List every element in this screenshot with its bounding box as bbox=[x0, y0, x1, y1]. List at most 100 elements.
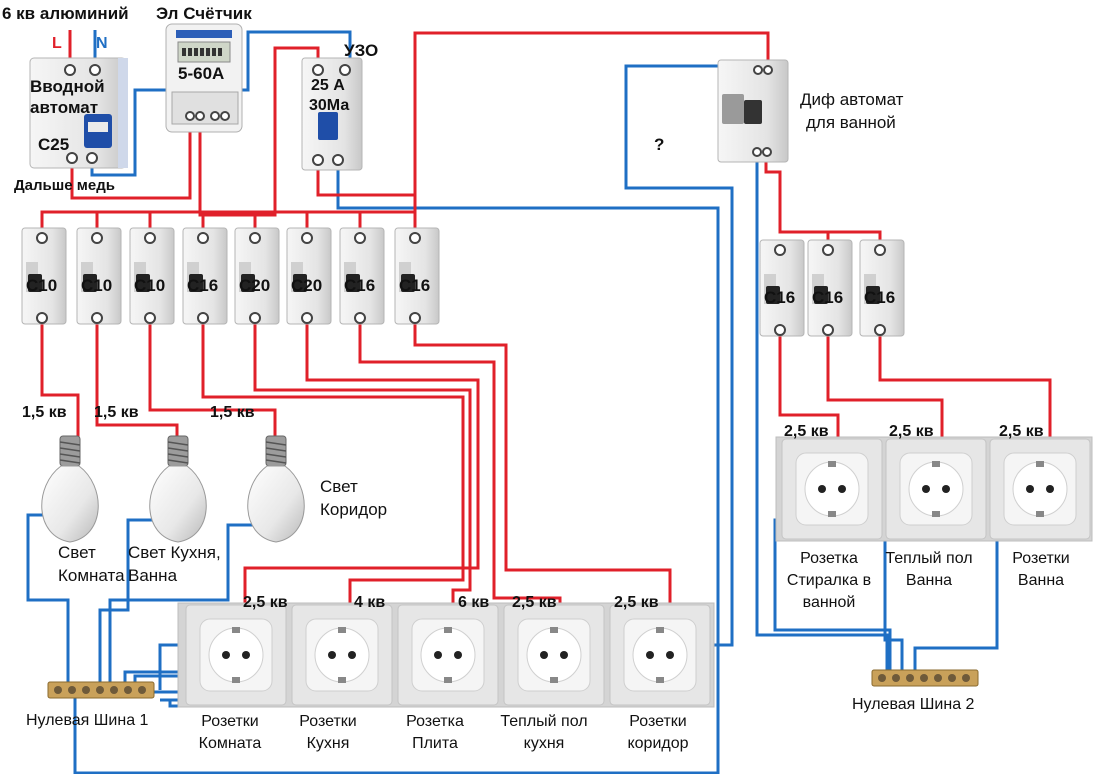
diff-breaker-line2: для ванной bbox=[806, 113, 896, 132]
main-breaker-rating: C25 bbox=[38, 135, 69, 154]
rcd-device: 25 А 30Ма bbox=[301, 57, 363, 171]
terminal-icon bbox=[874, 244, 886, 256]
light-label-line1: Свет bbox=[58, 543, 96, 562]
circuit-breaker: C16 bbox=[339, 227, 385, 325]
breaker-toggle-icon bbox=[866, 286, 880, 304]
terminal-icon bbox=[91, 312, 103, 324]
socket-label-line1: Розетки bbox=[201, 713, 258, 730]
breaker-rating: C16 bbox=[864, 288, 895, 307]
input-cable-label: 6 кв алюминий bbox=[2, 4, 129, 23]
terminal-icon bbox=[409, 312, 421, 324]
terminal-icon bbox=[354, 312, 366, 324]
neutral-busbar-2 bbox=[871, 669, 979, 687]
light-bulb-icon bbox=[149, 435, 207, 543]
terminal-icon bbox=[89, 64, 101, 76]
socket-label-line1: Розетки bbox=[299, 713, 356, 730]
terminal-icon bbox=[210, 111, 220, 121]
socket-cable-size: 2,5 кв bbox=[614, 594, 659, 611]
electric-meter: 5-60А bbox=[165, 23, 243, 133]
light-label-line2: Ванна bbox=[128, 566, 178, 585]
socket-label-line2: Стиралка в bbox=[787, 572, 871, 589]
terminal-icon bbox=[822, 244, 834, 256]
light-label-line2: Коридор bbox=[320, 500, 387, 519]
circuit-breaker: C16 bbox=[182, 227, 228, 325]
socket-cable-size: 2,5 кв bbox=[784, 423, 829, 440]
socket-icon bbox=[885, 438, 987, 540]
socket-icon bbox=[989, 438, 1091, 540]
terminal-icon bbox=[36, 232, 48, 244]
circuit-breaker: C20 bbox=[234, 227, 280, 325]
terminal-icon bbox=[312, 64, 324, 76]
terminal-icon bbox=[144, 232, 156, 244]
circuit-breaker: C20 bbox=[286, 227, 332, 325]
terminal-icon bbox=[197, 312, 209, 324]
socket-label-line1: Теплый пол bbox=[885, 550, 972, 567]
terminal-icon bbox=[144, 312, 156, 324]
circuit-breaker: C10 bbox=[76, 227, 122, 325]
socket-cable-size: 2,5 кв bbox=[512, 594, 557, 611]
socket-icon bbox=[185, 604, 287, 706]
socket-label-line1: Розетки bbox=[1012, 550, 1069, 567]
terminal-icon bbox=[332, 154, 344, 166]
terminal-icon bbox=[301, 312, 313, 324]
breaker-rating: C16 bbox=[344, 276, 375, 295]
rcd-rating: 25 А bbox=[311, 77, 345, 94]
socket-label-line2: коридор bbox=[627, 735, 688, 752]
copper-note: Дальше медь bbox=[14, 177, 115, 194]
socket-label-line3: ванной bbox=[803, 594, 856, 611]
terminal-icon bbox=[195, 111, 205, 121]
terminal-icon bbox=[185, 111, 195, 121]
breaker-rating: C20 bbox=[291, 276, 322, 295]
main-breaker-line2: автомат bbox=[30, 98, 98, 117]
main-breaker: Вводной автомат C25 bbox=[29, 57, 128, 169]
meter-title: Эл Счётчик bbox=[156, 4, 252, 23]
terminal-icon bbox=[354, 232, 366, 244]
main-breaker-line1: Вводной bbox=[30, 77, 105, 96]
terminal-icon bbox=[763, 65, 773, 75]
circuit-breaker: C16 bbox=[759, 239, 805, 337]
socket-label-line1: Розетка bbox=[406, 713, 464, 730]
socket-label-line2: Ванна bbox=[1018, 572, 1064, 589]
terminal-icon bbox=[86, 152, 98, 164]
light-label-line2: Комната bbox=[58, 566, 125, 585]
socket-cable-size: 2,5 кв bbox=[243, 594, 288, 611]
terminal-icon bbox=[249, 232, 261, 244]
rcd-sensitivity: 30Ма bbox=[309, 97, 349, 114]
socket-cable-size: 2,5 кв bbox=[999, 423, 1044, 440]
socket-icon bbox=[291, 604, 393, 706]
rcd-title: УЗО bbox=[344, 41, 378, 60]
meter-rating: 5-60А bbox=[178, 64, 224, 83]
unknown-connection-mark: ? bbox=[654, 135, 664, 154]
socket-label-line2: Комната bbox=[199, 735, 262, 752]
terminal-icon bbox=[312, 154, 324, 166]
socket-icon bbox=[503, 604, 605, 706]
socket-cable-size: 6 кв bbox=[458, 594, 489, 611]
socket-label-line1: Розетки bbox=[629, 713, 686, 730]
terminal-icon bbox=[301, 232, 313, 244]
socket-cable-size: 2,5 кв bbox=[889, 423, 934, 440]
breaker-toggle-icon bbox=[814, 286, 828, 304]
breaker-rating: C16 bbox=[764, 288, 795, 307]
socket-label-line1: Розетка bbox=[800, 550, 858, 567]
terminal-icon bbox=[762, 147, 772, 157]
terminal-icon bbox=[874, 324, 886, 336]
socket-label-line1: Теплый пол bbox=[500, 713, 587, 730]
socket-label-line2: кухня bbox=[524, 735, 565, 752]
terminal-icon bbox=[753, 65, 763, 75]
terminal-icon bbox=[220, 111, 230, 121]
socket-icon bbox=[781, 438, 883, 540]
breaker-toggle-icon bbox=[83, 274, 97, 292]
busbar-1-label: Нулевая Шина 1 bbox=[26, 712, 149, 729]
terminal-icon bbox=[409, 232, 421, 244]
breaker-toggle-icon bbox=[401, 274, 415, 292]
breaker-rating: C16 bbox=[812, 288, 843, 307]
diff-breaker bbox=[717, 59, 789, 163]
circuit-breaker: C16 bbox=[394, 227, 440, 325]
breaker-toggle-icon bbox=[293, 274, 307, 292]
light-label-line1: Свет bbox=[320, 477, 358, 496]
busbar-2-label: Нулевая Шина 2 bbox=[852, 696, 975, 713]
